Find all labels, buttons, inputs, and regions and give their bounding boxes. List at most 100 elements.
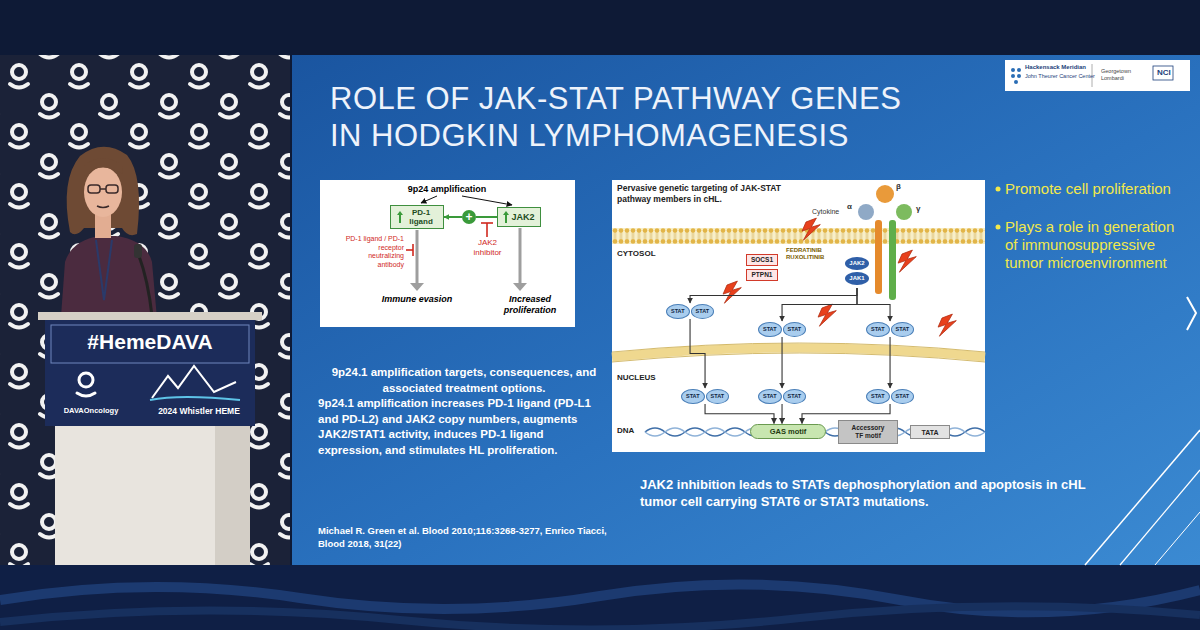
figure-panel-background — [320, 180, 575, 327]
up-arrow-icon — [397, 211, 403, 223]
podium — [150, 397, 240, 400]
bottom-strip — [0, 565, 1200, 630]
inhibited-gene-box: SOCS1 — [746, 254, 778, 266]
bottom-strip — [0, 606, 1200, 629]
outcome-arrows — [519, 228, 522, 283]
molecule-label: STAT — [783, 389, 807, 404]
speaker — [106, 185, 118, 193]
plus-circle: + — [462, 210, 476, 224]
molecule-label: STAT — [891, 389, 915, 404]
podium-sign: #HemeDAVADAVAOncology2024 Whistler HEME — [45, 320, 255, 426]
dna-motif-box: TATA — [910, 425, 950, 439]
molecule-label: STAT — [783, 322, 807, 337]
logo-box-background — [1153, 66, 1173, 80]
logo-box: Hackensack MeridianJohn Theurer Cancer C… — [1005, 60, 1190, 91]
connector — [781, 404, 782, 424]
decor-lines — [1085, 430, 1200, 565]
connector — [444, 216, 462, 218]
logo-box-background — [1017, 68, 1021, 72]
logo-box-background — [1011, 68, 1015, 72]
logo-box-background — [1005, 60, 1190, 91]
up-arrow-icon — [397, 211, 403, 223]
nuclear-envelope — [612, 348, 985, 357]
podium — [38, 312, 262, 320]
box-label: TATA — [921, 428, 938, 437]
mutation-bolt — [802, 218, 820, 240]
speaker-backdrop — [0, 55, 290, 565]
inhibitor-bars — [406, 249, 413, 251]
connector — [690, 319, 705, 388]
inhibitor-bars — [481, 222, 493, 224]
inhibitor-bars — [486, 223, 488, 237]
node-text: NUCLEUS — [617, 373, 656, 383]
molecule-label: JAK1 — [845, 272, 868, 285]
podium — [215, 426, 250, 565]
logo-box-background — [1005, 60, 1190, 91]
cytokine-receptor — [889, 220, 896, 300]
stat-dimer: STATSTAT — [666, 303, 714, 319]
node-text: α — [847, 202, 852, 212]
node-text: DAVAOncology — [51, 406, 131, 415]
slide-text: Michael R. Green et al. Blood 2010;116:3… — [318, 524, 610, 550]
connector — [889, 337, 890, 388]
microphone — [134, 244, 142, 258]
connector — [857, 288, 890, 321]
speaker — [60, 147, 158, 330]
slide-background — [292, 55, 1200, 565]
stat-dimer: STATSTAT — [758, 388, 806, 404]
stat-dimer: STATSTAT — [758, 321, 806, 337]
mutation-bolt — [723, 281, 741, 303]
ligand-box: PD-1 ligand — [390, 205, 444, 229]
mutation-bolt — [938, 314, 956, 336]
speaker — [96, 240, 112, 300]
cell-membrane — [612, 228, 985, 244]
outcome-arrows — [513, 283, 527, 291]
nuclear-envelope — [612, 343, 985, 362]
amplification-arrows — [421, 196, 437, 203]
molecule-label: STAT — [866, 322, 890, 337]
bottom-strip — [0, 565, 1200, 630]
podium — [45, 320, 255, 426]
box-label: JAK2 — [511, 212, 534, 223]
node-text: Pervasive genetic targeting of JAK-STAT … — [617, 183, 817, 205]
amplification-arrows — [462, 196, 512, 205]
dna-motif-box: GAS motif — [750, 424, 826, 439]
logo-box-background — [1011, 68, 1021, 84]
speaker — [88, 185, 100, 193]
podium — [79, 373, 93, 387]
cytokine-receptor — [875, 220, 882, 294]
connector — [782, 288, 857, 321]
inhibited-gene-box: PTPN1 — [746, 269, 778, 281]
slide-title: ROLE OF JAK-STAT PATHWAY GENES IN HODGKI… — [330, 80, 930, 154]
speaker — [84, 167, 122, 217]
decor-lines — [1120, 470, 1200, 565]
microphone — [134, 244, 152, 316]
figure-panel: Pervasive genetic targeting of JAK-STAT … — [612, 180, 985, 452]
outcome-arrows — [410, 228, 527, 291]
node-text: CYTOSOL — [617, 249, 656, 259]
bullet-dot — [996, 225, 1001, 230]
molecule-label: STAT — [758, 322, 782, 337]
slide-text: 9p24.1 amplification increases PD-1 liga… — [318, 396, 610, 458]
node-text: PD-1 ligand / PD-1 receptor neutralizing… — [342, 235, 404, 269]
box-label: Accessory TF motif — [848, 424, 888, 440]
bullet-dot — [996, 187, 1001, 230]
connector — [690, 288, 857, 303]
cell-membrane — [612, 228, 985, 244]
node-text: FEDRATINIB RUXOLITINIB — [786, 247, 834, 261]
up-arrow-icon — [503, 211, 509, 223]
speaker-backdrop — [0, 55, 290, 565]
molecule-label: STAT — [666, 304, 690, 319]
stat-dimer: STATSTAT — [681, 388, 729, 404]
molecule-label: STAT — [691, 304, 715, 319]
mutation-bolt — [723, 218, 956, 336]
node-text: DNA — [617, 426, 634, 436]
molecule-label: STAT — [866, 389, 890, 404]
figure-panel-background — [612, 180, 985, 452]
outcome-arrows — [416, 230, 419, 283]
figure-panel: 9p24 amplificationPD-1 ligand / PD-1 rec… — [320, 180, 575, 327]
outcome-arrows — [410, 283, 424, 291]
figure-panel-background — [320, 180, 985, 452]
